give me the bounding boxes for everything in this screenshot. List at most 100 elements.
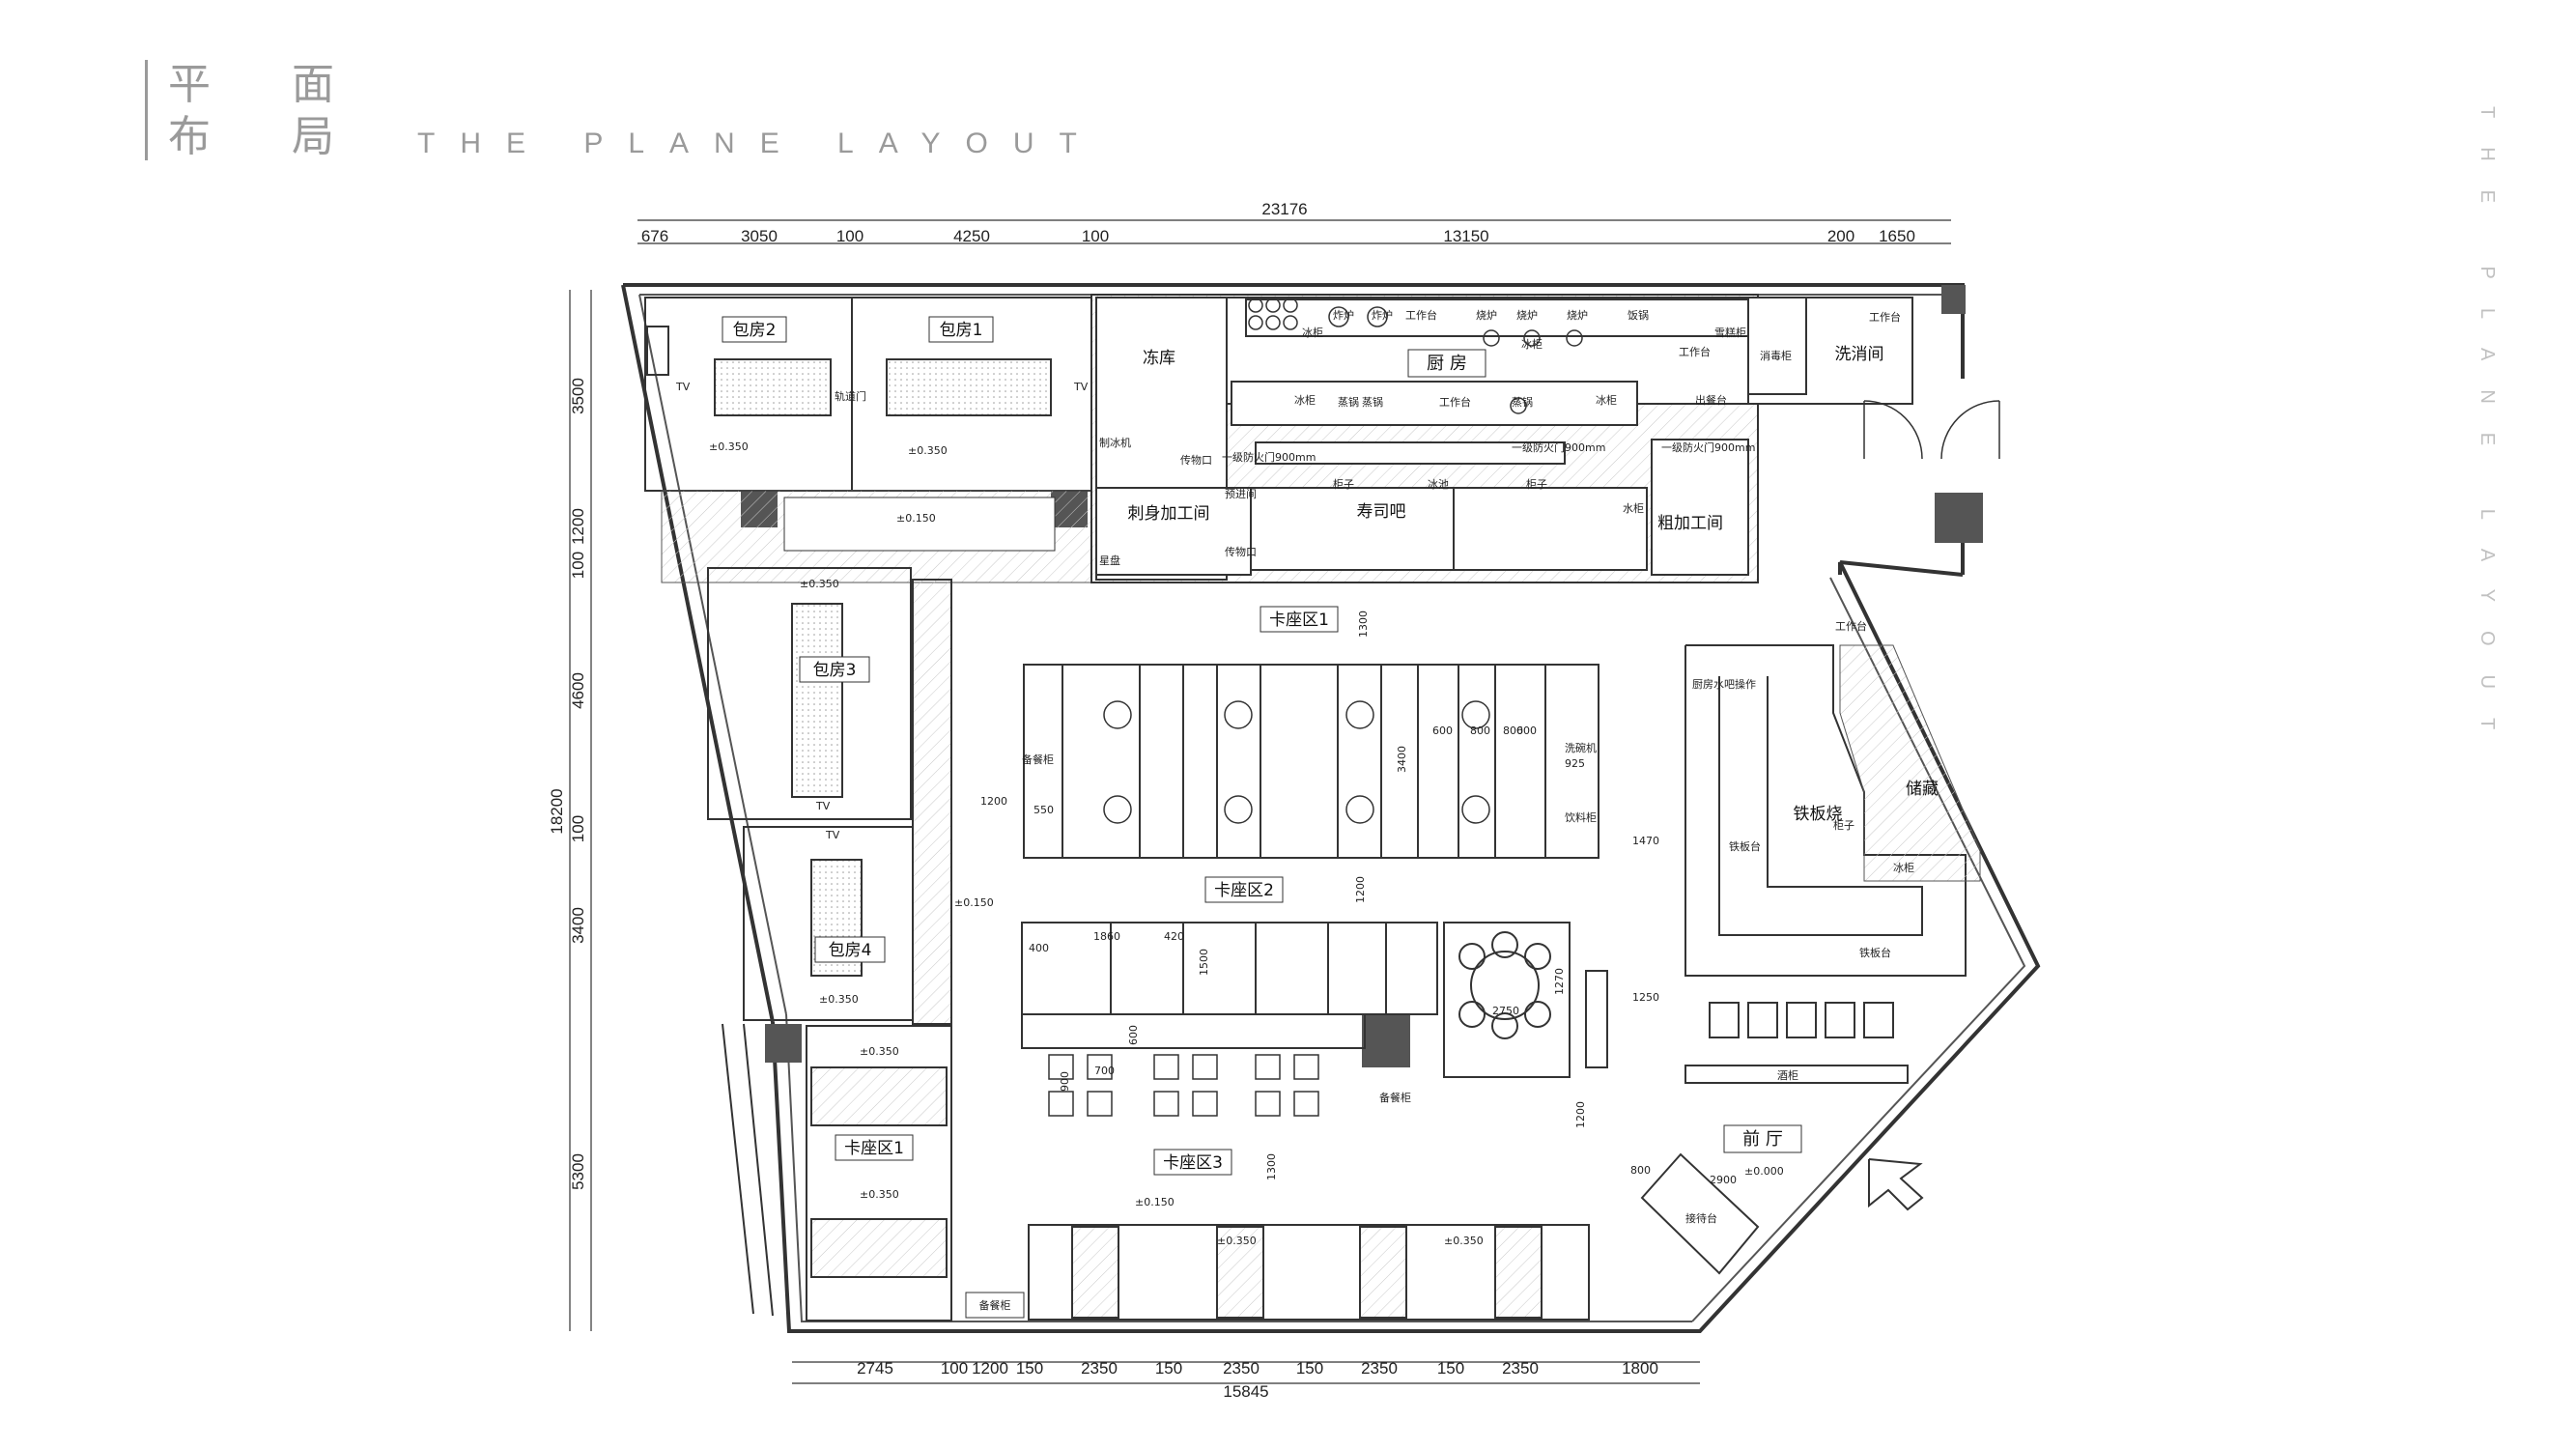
label-steamer: 蒸锅 — [1338, 396, 1359, 409]
label-fire-door: 一级防火门900mm — [1222, 450, 1316, 464]
dim-inner: 1470 — [1632, 835, 1659, 847]
label-freezer: 冰柜 — [1893, 862, 1914, 874]
column-block — [1941, 285, 1966, 314]
title-cn-char: 局 — [292, 112, 334, 161]
left-booth-area — [722, 1023, 952, 1321]
dim-top: 676 — [641, 227, 668, 245]
level-marker: ±0.350 — [1217, 1235, 1257, 1247]
dim-inner: 1270 — [1553, 968, 1566, 995]
reception-desk — [1640, 1152, 1760, 1275]
dim-inner: 600 — [1516, 724, 1537, 737]
dim-inner: 550 — [1033, 804, 1054, 816]
room-label-kazuo1-left: 卡座区1 — [844, 1139, 904, 1158]
kitchen-block — [1090, 294, 1913, 583]
booth-rows — [1023, 664, 1599, 859]
round-table — [1443, 922, 1608, 1078]
storage-hatch — [1839, 644, 1981, 882]
level-marker: ±0.150 — [954, 896, 994, 909]
room-label-beicangui: 备餐柜 — [979, 1298, 1011, 1312]
label-track-door: 轨道门 — [835, 389, 866, 403]
level-marker: ±0.350 — [860, 1188, 899, 1201]
dim-top: 4250 — [953, 227, 990, 245]
left-dimensions: 18200 3500 1200 100 4600 100 3400 5300 — [548, 378, 587, 1190]
dim-inner: 600 — [1127, 1025, 1140, 1045]
inner-dimensions: 1200 550 1300 3400 600 800 800 600 1470 … — [980, 611, 1737, 1186]
label-workbench: 工作台 — [1679, 345, 1711, 358]
label-water-cabinet: 水柜 — [1623, 502, 1644, 515]
dim-top: 13150 — [1443, 227, 1488, 245]
dim-top: 100 — [836, 227, 863, 245]
room-label-dongku: 冻库 — [1143, 349, 1175, 368]
column-block — [1935, 493, 1983, 543]
room-label-baofang1: 包房1 — [940, 321, 983, 340]
dim-inner: 420 — [1164, 930, 1184, 943]
level-marker: ±0.150 — [896, 512, 936, 525]
annotation-labels: TV TV TV TV 轨道门 制冰机 传物口 预进间 传物口 星盘 工作台 工… — [675, 308, 1914, 1225]
label-steamer: 蒸锅 — [1512, 396, 1533, 409]
dim-left: 100 — [569, 815, 587, 842]
label-dishwasher: 洗碗机 — [1565, 741, 1597, 754]
label-freezer: 冰柜 — [1294, 394, 1316, 407]
dim-inner: 900 — [1059, 1071, 1071, 1092]
level-marker: ±0.350 — [908, 444, 948, 457]
label-sterilizer: 消毒柜 — [1760, 349, 1792, 362]
room-label-chucang: 储藏 — [1906, 780, 1939, 799]
label-freezer: 冰柜 — [1302, 327, 1323, 339]
booth-lamps — [1103, 700, 1490, 824]
dim-inner: 1200 — [980, 795, 1007, 808]
room-label-cishen: 刺身加工间 — [1128, 504, 1210, 524]
room-label-baofang4: 包房4 — [829, 941, 872, 960]
label-workbench: 工作台 — [1835, 619, 1867, 633]
label-workbench: 工作台 — [1439, 395, 1471, 409]
title-block: 平 面 布 局 THE PLANE LAYOUT — [145, 60, 1111, 166]
label-prep-cabinet: 备餐柜 — [1379, 1091, 1411, 1104]
label-fire-door: 一级防火门900mm — [1512, 440, 1605, 454]
dim-left: 5300 — [569, 1153, 587, 1190]
dim-top: 200 — [1827, 227, 1854, 245]
column-block — [765, 1024, 802, 1063]
label-ice-pool: 冰池 — [1428, 478, 1449, 491]
label-star-plate: 星盘 — [1099, 554, 1120, 567]
dim-bottom: 2745 — [857, 1359, 893, 1378]
entry-arrow-icon — [1868, 1158, 1924, 1211]
dim-inner: 800 — [1503, 724, 1523, 737]
label-freezer: 冰柜 — [1521, 338, 1543, 351]
bar-stools — [1048, 1054, 1319, 1117]
dim-inner: 1300 — [1357, 611, 1370, 638]
title-divider — [145, 60, 148, 160]
label-fryer: 炸炉 — [1372, 309, 1393, 322]
label-tv: TV — [815, 800, 831, 812]
dim-inner: 800 — [1470, 724, 1490, 737]
dim-top-total: 23176 — [1261, 200, 1307, 218]
dim-inner: 1250 — [1632, 991, 1659, 1004]
label-grill: 烧炉 — [1516, 309, 1538, 322]
level-marker: ±0.000 — [1744, 1165, 1784, 1178]
dim-bottom: 150 — [1437, 1359, 1464, 1378]
dim-top: 100 — [1082, 227, 1109, 245]
room-label-shousiba: 寿司吧 — [1357, 502, 1406, 522]
label-cabinet: 柜子 — [1526, 478, 1547, 491]
dim-left: 3400 — [569, 907, 587, 944]
label-pass-window: 传物口 — [1180, 453, 1212, 467]
room-label-kazuo3: 卡座区3 — [1163, 1153, 1223, 1173]
dim-bottom: 100 — [941, 1359, 968, 1378]
dim-bottom: 2350 — [1081, 1359, 1118, 1378]
room-label-xixiaojian: 洗消间 — [1835, 345, 1884, 364]
label-serving-counter: 出餐台 — [1695, 393, 1727, 407]
dim-inner: 1300 — [1265, 1153, 1278, 1180]
dim-inner: 1200 — [1354, 876, 1367, 903]
room-label-cujiagong: 粗加工间 — [1657, 514, 1723, 533]
side-vertical-title: THE PLANE LAYOUT — [2477, 106, 2498, 759]
label-rice-cooker: 饭锅 — [1628, 309, 1649, 322]
label-fryer: 炸炉 — [1333, 309, 1354, 322]
level-marker: ±0.350 — [1444, 1235, 1484, 1247]
title-en: THE PLANE LAYOUT — [417, 128, 1102, 159]
title-cn-char: 面 — [292, 60, 334, 109]
exterior-door — [1863, 400, 2000, 460]
level-marker: ±0.350 — [819, 993, 859, 1006]
bottom-dimensions: 2745 100 1200 150 2350 150 2350 150 2350… — [857, 1359, 1658, 1401]
label-teppan-table: 铁板台 — [1859, 946, 1891, 959]
label-reception: 接待台 — [1685, 1211, 1717, 1225]
dim-top: 1650 — [1879, 227, 1915, 245]
